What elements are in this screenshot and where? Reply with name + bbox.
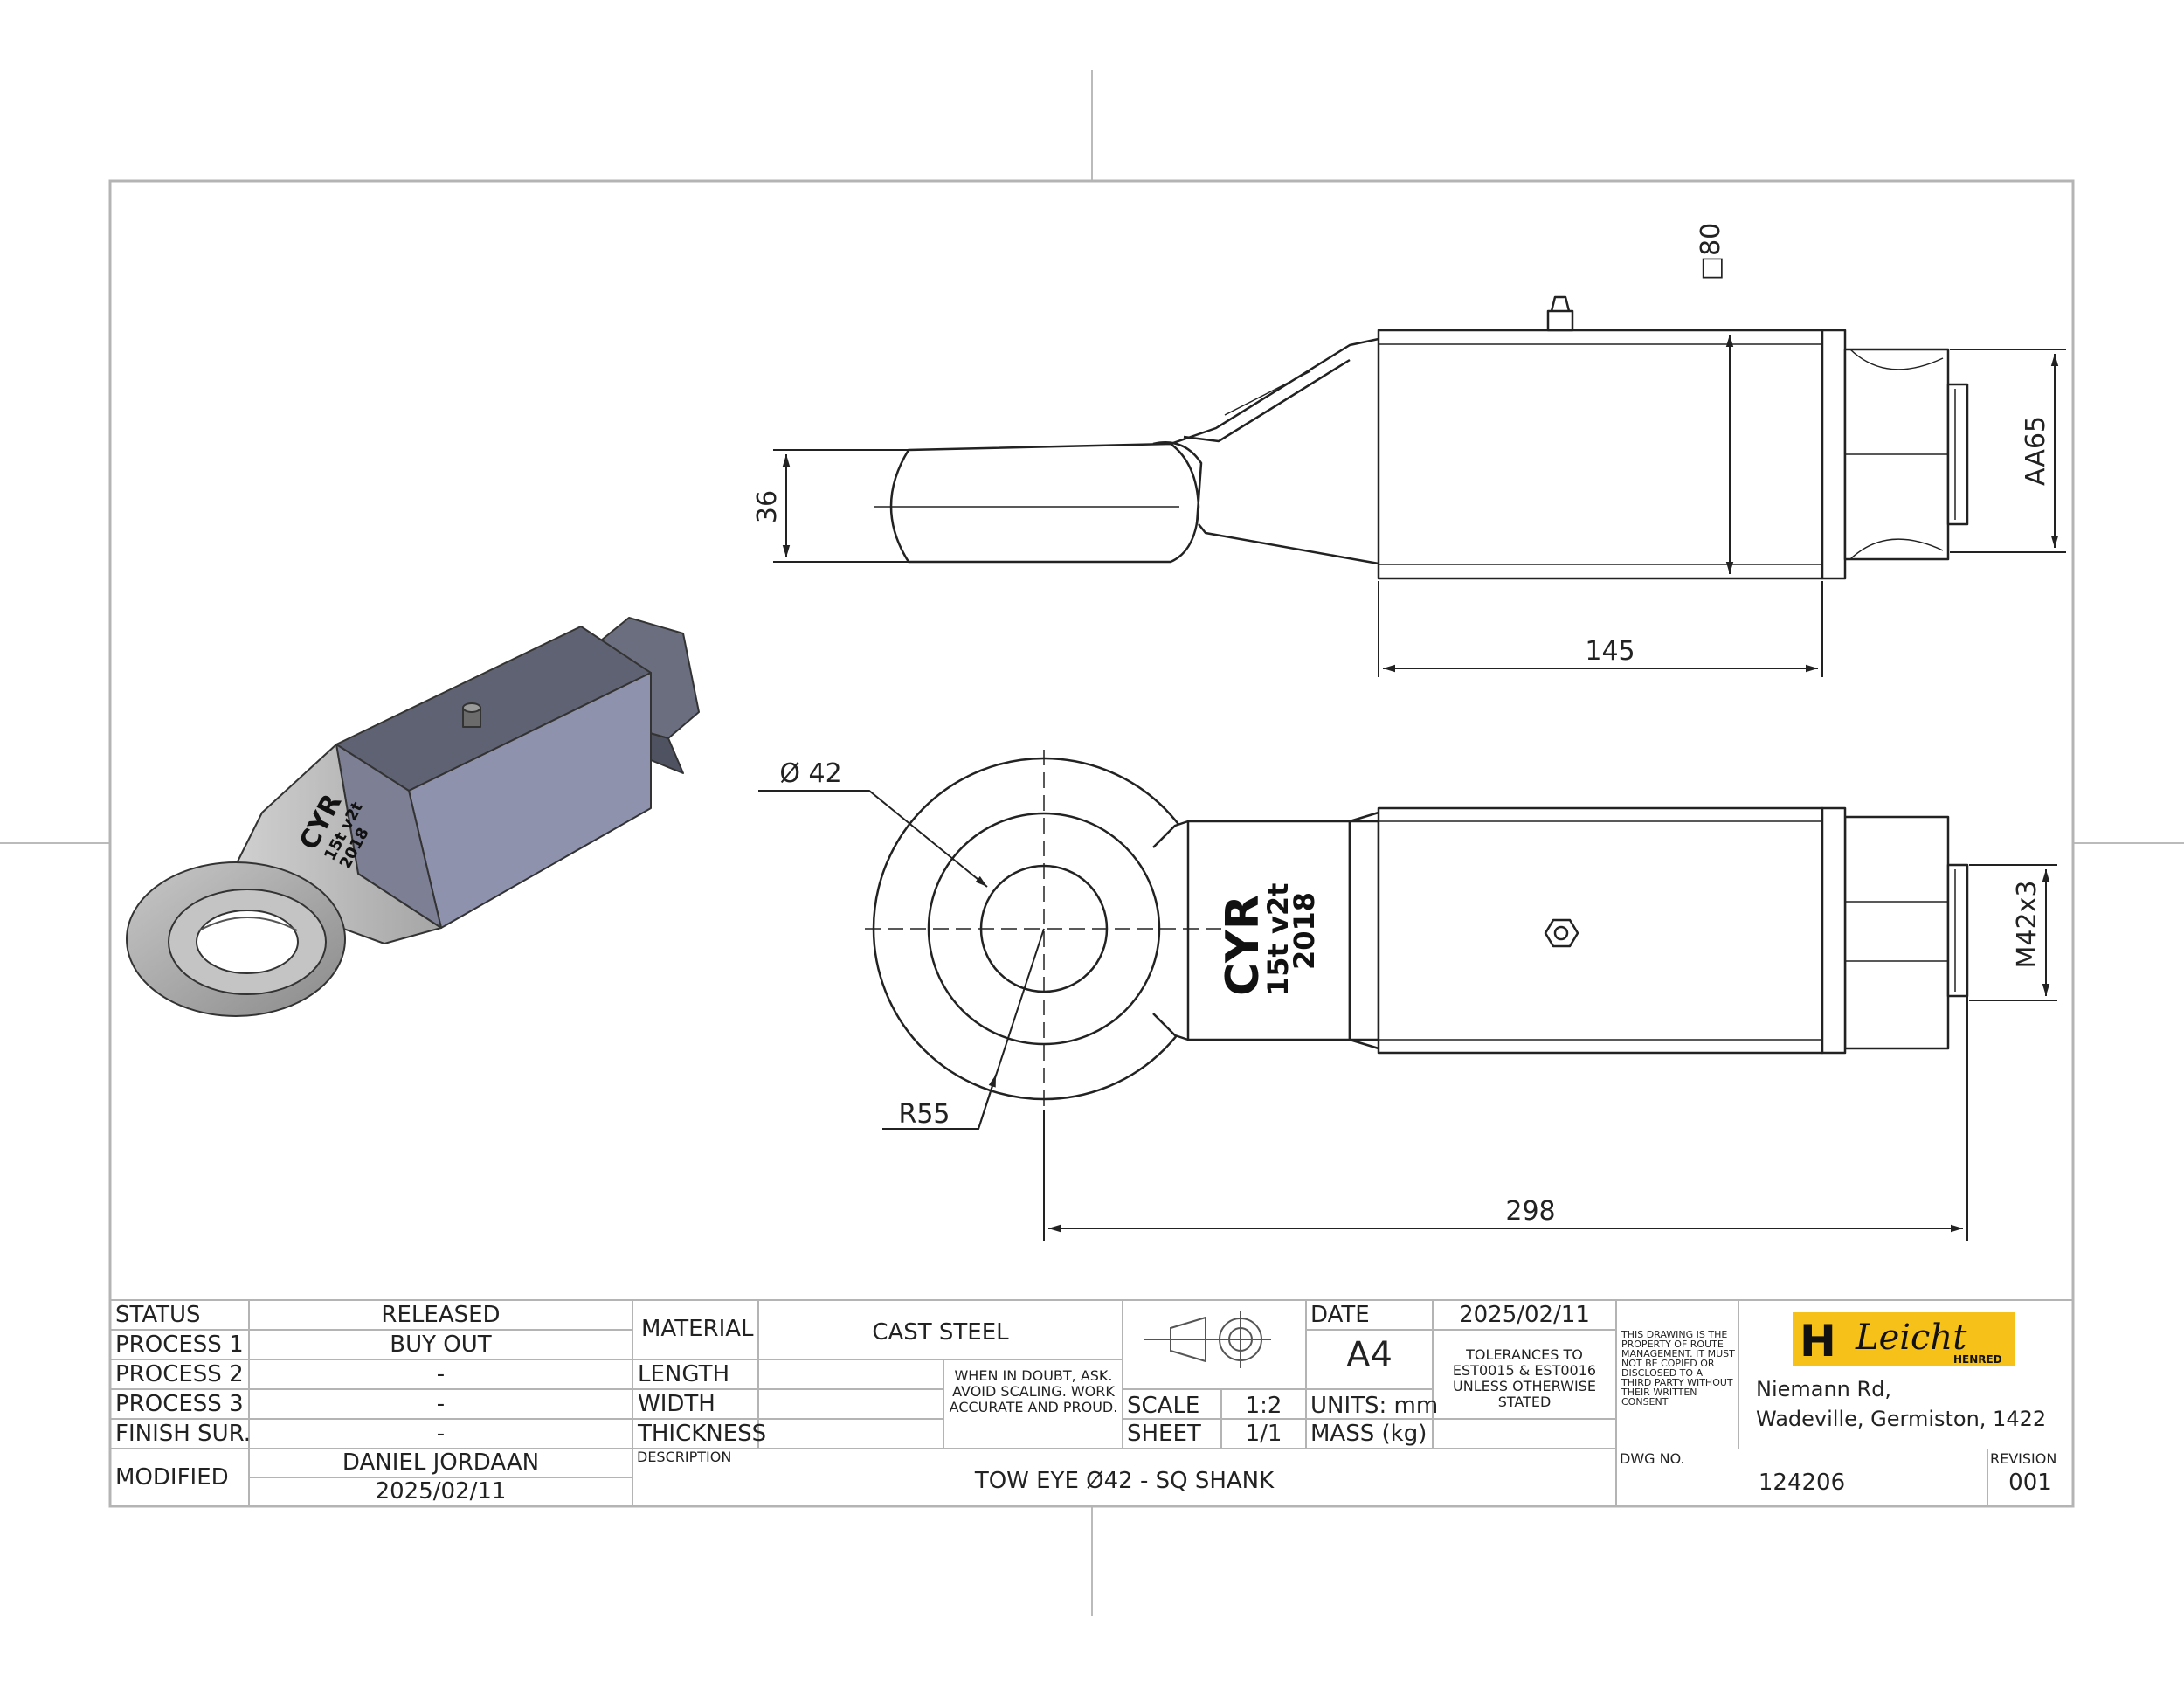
status-value: RELEASED [381,1302,501,1328]
plan-view-dimensions [758,790,2057,1241]
process1-value: BUY OUT [390,1332,492,1358]
date-label: DATE [1310,1302,1370,1328]
finish-value: - [436,1421,446,1447]
process1-label: PROCESS 1 [115,1332,244,1358]
plan-engraving: CYR 15t v2t 2018 [1217,883,1321,996]
scale-value: 1:2 [1245,1393,1282,1419]
iso-engraving: CYR 15t v2t 2018 [294,789,373,872]
logo-mark-icon: H Leicht HENRED [1793,1312,2015,1366]
width-label: WIDTH [638,1391,715,1417]
description-label: DESCRIPTION [637,1449,732,1465]
projection-symbol-icon [1144,1311,1271,1368]
isometric-view [126,617,700,1017]
modified-date: 2025/02/11 [375,1478,507,1505]
dwg-value: 124206 [1758,1470,1846,1496]
side-view-dimensions [773,335,2066,677]
length-label: LENGTH [638,1361,730,1387]
doubt-note: WHEN IN DOUBT, ASK. AVOID SCALING. WORK … [949,1367,1118,1415]
dim-aa65: AA65 [2021,416,2051,486]
sheet-value: 1/1 [1245,1421,1282,1447]
dim-r55: R55 [898,1099,950,1130]
tolerance-note: TOLERANCES TO EST0015 & EST0016 UNLESS O… [1452,1346,1597,1410]
svg-text:15t v2t: 15t v2t [1261,883,1295,996]
process3-value: - [436,1391,446,1417]
material-value: CAST STEEL [872,1319,1009,1346]
plan-view-centerlines [865,750,1223,1110]
property-note: THIS DRAWING IS THE PROPERTY OF ROUTE MA… [1621,1329,1735,1408]
sheet-label: SHEET [1127,1421,1201,1447]
svg-text:CYR: CYR [1217,895,1269,996]
svg-text:Leicht: Leicht [1855,1318,1967,1358]
company-logo: H Leicht HENRED [1793,1312,2015,1366]
side-view [874,295,1969,580]
address-line1: Niemann Rd, [1756,1377,1892,1401]
svg-text:H: H [1800,1316,1836,1366]
process2-label: PROCESS 2 [115,1361,244,1387]
material-label: MATERIAL [641,1316,754,1342]
status-label: STATUS [115,1302,201,1328]
title-block-grid [109,1299,2074,1507]
dwg-label: DWG NO. [1620,1450,1685,1467]
dim-dia42: Ø 42 [779,758,841,789]
process2-value: - [436,1361,446,1387]
scale-label: SCALE [1127,1393,1200,1419]
date-value: 2025/02/11 [1459,1302,1590,1328]
units-label: UNITS: mm [1310,1393,1439,1419]
address-line2: Wadeville, Germiston, 1422 [1756,1407,2047,1431]
dim-298: 298 [1505,1196,1555,1227]
svg-text:HENRED: HENRED [1953,1353,2002,1366]
dim-145: 145 [1585,636,1635,667]
modified-by: DANIEL JORDAAN [342,1449,540,1476]
process3-label: PROCESS 3 [115,1391,244,1417]
paper-size: A4 [1346,1335,1393,1375]
thickness-label: THICKNESS [638,1421,767,1447]
description-value: TOW EYE Ø42 - SQ SHANK [974,1468,1275,1494]
modified-label: MODIFIED [115,1464,229,1491]
dim-80: □80 [1696,223,1726,281]
dim-36: 36 [752,490,783,523]
revision-value: 001 [2008,1470,2052,1496]
dim-m42x3: M42x3 [2012,881,2042,969]
svg-text:2018: 2018 [1288,892,1321,970]
revision-label: REVISION [1990,1450,2057,1467]
mass-label: MASS (kg) [1310,1421,1427,1447]
finish-label: FINISH SUR. [115,1421,251,1447]
center-marks [0,70,2184,1616]
